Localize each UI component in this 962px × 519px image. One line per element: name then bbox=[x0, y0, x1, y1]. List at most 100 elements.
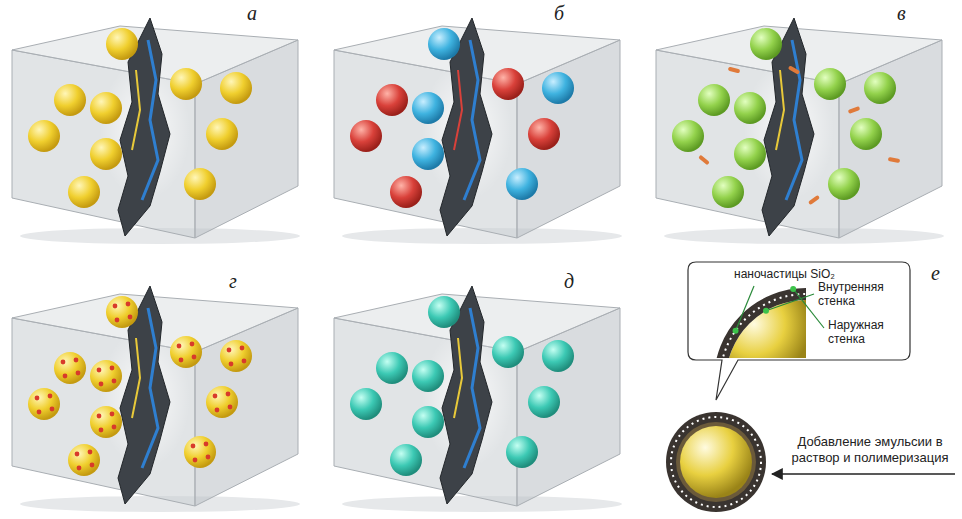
sphere bbox=[206, 118, 238, 150]
sphere bbox=[54, 84, 86, 116]
capsule-sphere bbox=[734, 92, 766, 124]
nanoparticle-ring bbox=[671, 417, 761, 507]
sphere bbox=[376, 352, 408, 384]
catalyst-dot bbox=[228, 405, 233, 410]
callout-text: наночастицы SiO₂ bbox=[734, 267, 874, 281]
catalyst-dot bbox=[229, 362, 234, 367]
capsule-sphere bbox=[828, 168, 860, 200]
capsule bbox=[666, 412, 766, 512]
sphere bbox=[672, 120, 704, 152]
rod-particle bbox=[728, 67, 741, 74]
capsule-sphere bbox=[376, 84, 408, 116]
sphere bbox=[698, 84, 730, 116]
crack-edge bbox=[132, 338, 140, 418]
sphere bbox=[492, 68, 524, 100]
rod-particle bbox=[788, 65, 800, 74]
leader-dot bbox=[790, 286, 796, 292]
catalyst-dot bbox=[193, 458, 198, 463]
leader-line bbox=[736, 286, 754, 331]
sphere bbox=[170, 336, 202, 368]
catalyst-dot bbox=[242, 359, 247, 364]
sphere bbox=[506, 168, 538, 200]
capsule-sphere bbox=[106, 296, 138, 328]
leader-line bbox=[766, 294, 814, 311]
sphere bbox=[90, 138, 122, 170]
sample-block bbox=[656, 18, 944, 244]
capsule-sphere bbox=[350, 388, 382, 420]
catalyst-dot bbox=[112, 425, 117, 430]
rod-particle bbox=[698, 155, 710, 166]
capsule-sphere bbox=[90, 360, 122, 392]
catalyst-dot bbox=[76, 371, 81, 376]
sphere bbox=[712, 176, 744, 208]
capsule-sphere bbox=[54, 84, 86, 116]
catalyst-dot bbox=[75, 452, 80, 457]
sphere bbox=[428, 296, 460, 328]
sphere bbox=[850, 118, 882, 150]
capsule-sphere bbox=[220, 72, 252, 104]
capsule-sphere bbox=[106, 28, 138, 60]
sphere bbox=[412, 406, 444, 438]
catalyst-dot bbox=[63, 374, 68, 379]
bubble-shape bbox=[688, 262, 910, 400]
crack-edge bbox=[142, 40, 158, 200]
catalyst-dot bbox=[74, 358, 79, 363]
catalyst-dot bbox=[215, 408, 220, 413]
capsule-sphere bbox=[350, 120, 382, 152]
catalyst-dot bbox=[126, 302, 131, 307]
callout-text: Наружная стенка bbox=[828, 318, 904, 346]
capsule-sphere bbox=[376, 352, 408, 384]
catalyst-dot bbox=[204, 442, 209, 447]
rod-particle bbox=[848, 106, 861, 114]
sphere bbox=[542, 340, 574, 372]
sphere bbox=[492, 336, 524, 368]
outer-wall bbox=[666, 412, 766, 512]
catalyst-dot bbox=[227, 348, 232, 353]
catalyst-dot bbox=[115, 318, 120, 323]
capsule-sphere bbox=[184, 436, 216, 468]
capsule-sphere bbox=[206, 386, 238, 418]
sphere bbox=[220, 72, 252, 104]
crack-edge bbox=[142, 308, 158, 468]
sphere bbox=[390, 444, 422, 476]
capsule-sphere bbox=[412, 406, 444, 438]
catalyst-dot bbox=[206, 455, 211, 460]
capsule-sphere bbox=[672, 120, 704, 152]
capsule-sphere bbox=[542, 72, 574, 104]
sphere bbox=[184, 436, 216, 468]
capsule-sphere bbox=[412, 138, 444, 170]
sphere bbox=[68, 444, 100, 476]
catalyst-dot bbox=[48, 394, 53, 399]
rod-particle bbox=[888, 157, 901, 163]
crack-edge bbox=[464, 308, 480, 468]
capsule-sphere bbox=[542, 340, 574, 372]
capsule-sphere bbox=[68, 176, 100, 208]
capsule-sphere bbox=[750, 28, 782, 60]
core bbox=[680, 426, 752, 498]
panel-letter: г bbox=[226, 270, 240, 292]
core bbox=[726, 300, 806, 358]
catalyst-dot bbox=[99, 428, 104, 433]
capsule-sphere bbox=[850, 118, 882, 150]
process-label: Добавление эмульсии в раствор и полимери… bbox=[782, 434, 958, 466]
wall-detail bbox=[720, 294, 806, 358]
sphere bbox=[864, 72, 896, 104]
capsule-sphere bbox=[712, 176, 744, 208]
sphere bbox=[828, 168, 860, 200]
capsule-sphere bbox=[428, 28, 460, 60]
process-arrow bbox=[772, 473, 955, 475]
capsule-sphere bbox=[220, 340, 252, 372]
catalyst-dot bbox=[190, 342, 195, 347]
catalyst-dot bbox=[61, 360, 66, 365]
sample-block bbox=[334, 18, 622, 244]
crack-edge bbox=[454, 70, 462, 150]
catalyst-dot bbox=[77, 466, 82, 471]
sphere bbox=[90, 360, 122, 392]
rod-particle bbox=[808, 195, 820, 205]
panel-letter: е bbox=[928, 262, 943, 284]
catalyst-dot bbox=[128, 315, 133, 320]
catalyst-dot bbox=[110, 412, 115, 417]
panel-letter: в bbox=[894, 2, 909, 24]
